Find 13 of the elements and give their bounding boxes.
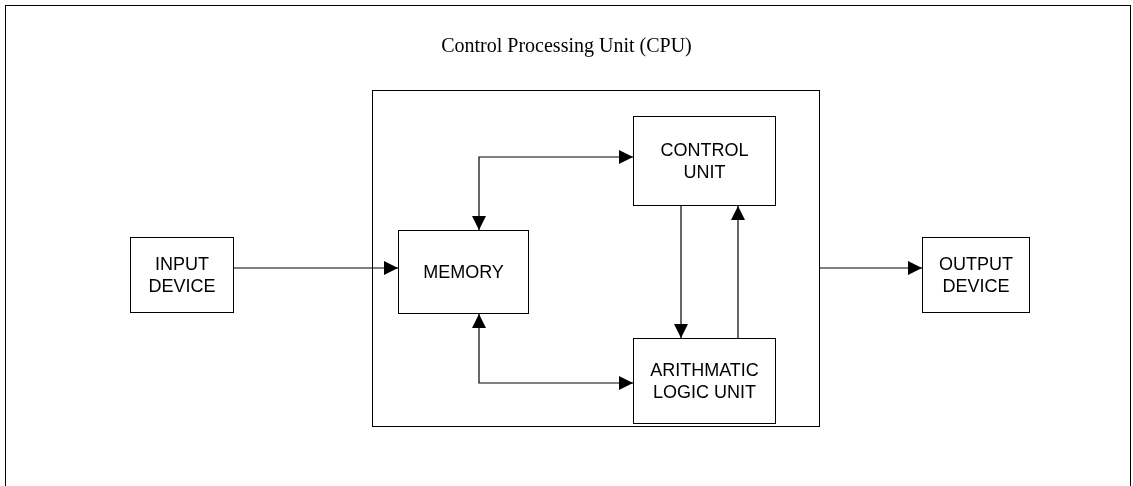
process-box: INPUT DEVICE	[130, 237, 234, 313]
container-box	[372, 90, 820, 427]
process-box: OUTPUT DEVICE	[922, 237, 1030, 313]
title: Control Processing Unit (CPU)	[440, 33, 693, 58]
arrow	[472, 150, 634, 231]
arrow	[674, 205, 688, 339]
arrow	[819, 261, 923, 275]
arrow	[472, 313, 634, 390]
process-box: ARITHMATIC LOGIC UNIT	[633, 338, 776, 424]
process-box: CONTROL UNIT	[633, 116, 776, 206]
arrow	[731, 205, 745, 339]
arrow	[233, 261, 399, 275]
process-box: MEMORY	[398, 230, 529, 314]
